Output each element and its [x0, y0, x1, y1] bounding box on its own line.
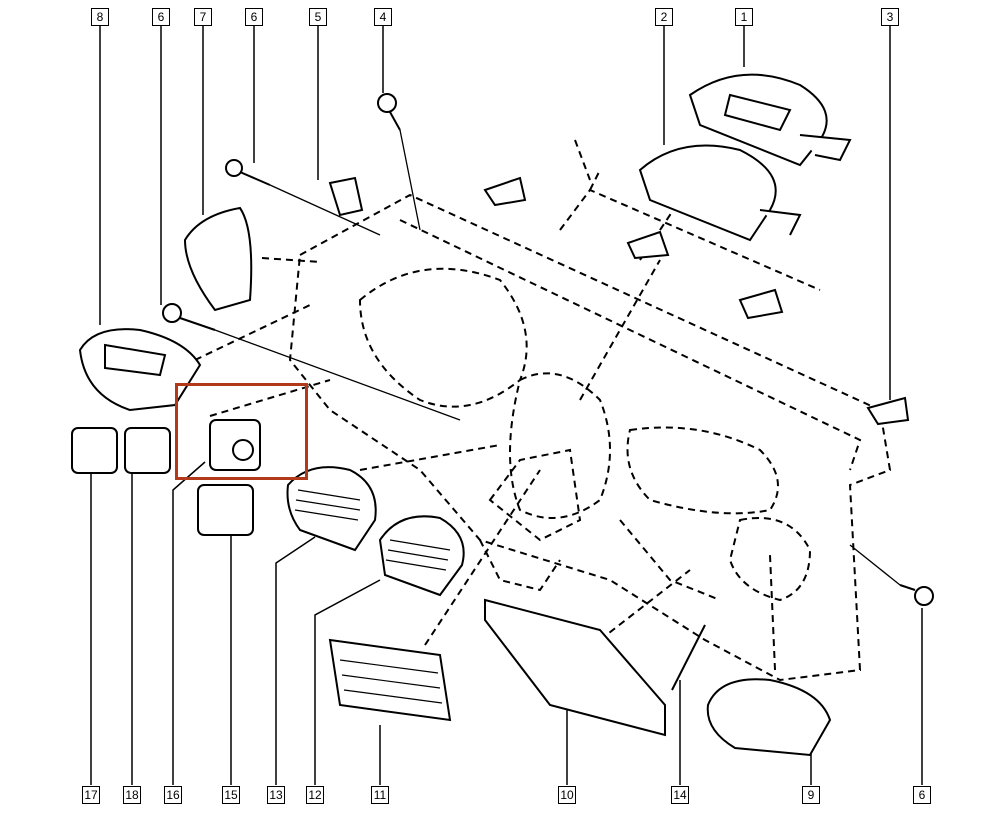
- callout-label: 18: [123, 786, 141, 804]
- callout-label: 6: [245, 8, 263, 26]
- callout-label: 6: [152, 8, 170, 26]
- callout-label: 9: [802, 786, 820, 804]
- callout-label: 4: [374, 8, 392, 26]
- callout-label: 12: [306, 786, 324, 804]
- callout-label: 6: [913, 786, 931, 804]
- callout-label: 1: [735, 8, 753, 26]
- callout-label: 14: [671, 786, 689, 804]
- callout-label: 13: [267, 786, 285, 804]
- highlight-box-part-16: [175, 383, 308, 480]
- callout-label: 17: [82, 786, 100, 804]
- callout-label: 7: [194, 8, 212, 26]
- callout-label: 2: [655, 8, 673, 26]
- callout-label: 16: [164, 786, 182, 804]
- callout-label: 5: [309, 8, 327, 26]
- callout-label: 11: [371, 786, 389, 804]
- callout-label: 10: [558, 786, 576, 804]
- callout-label: 3: [881, 8, 899, 26]
- callout-label: 8: [91, 8, 109, 26]
- callout-label: 15: [222, 786, 240, 804]
